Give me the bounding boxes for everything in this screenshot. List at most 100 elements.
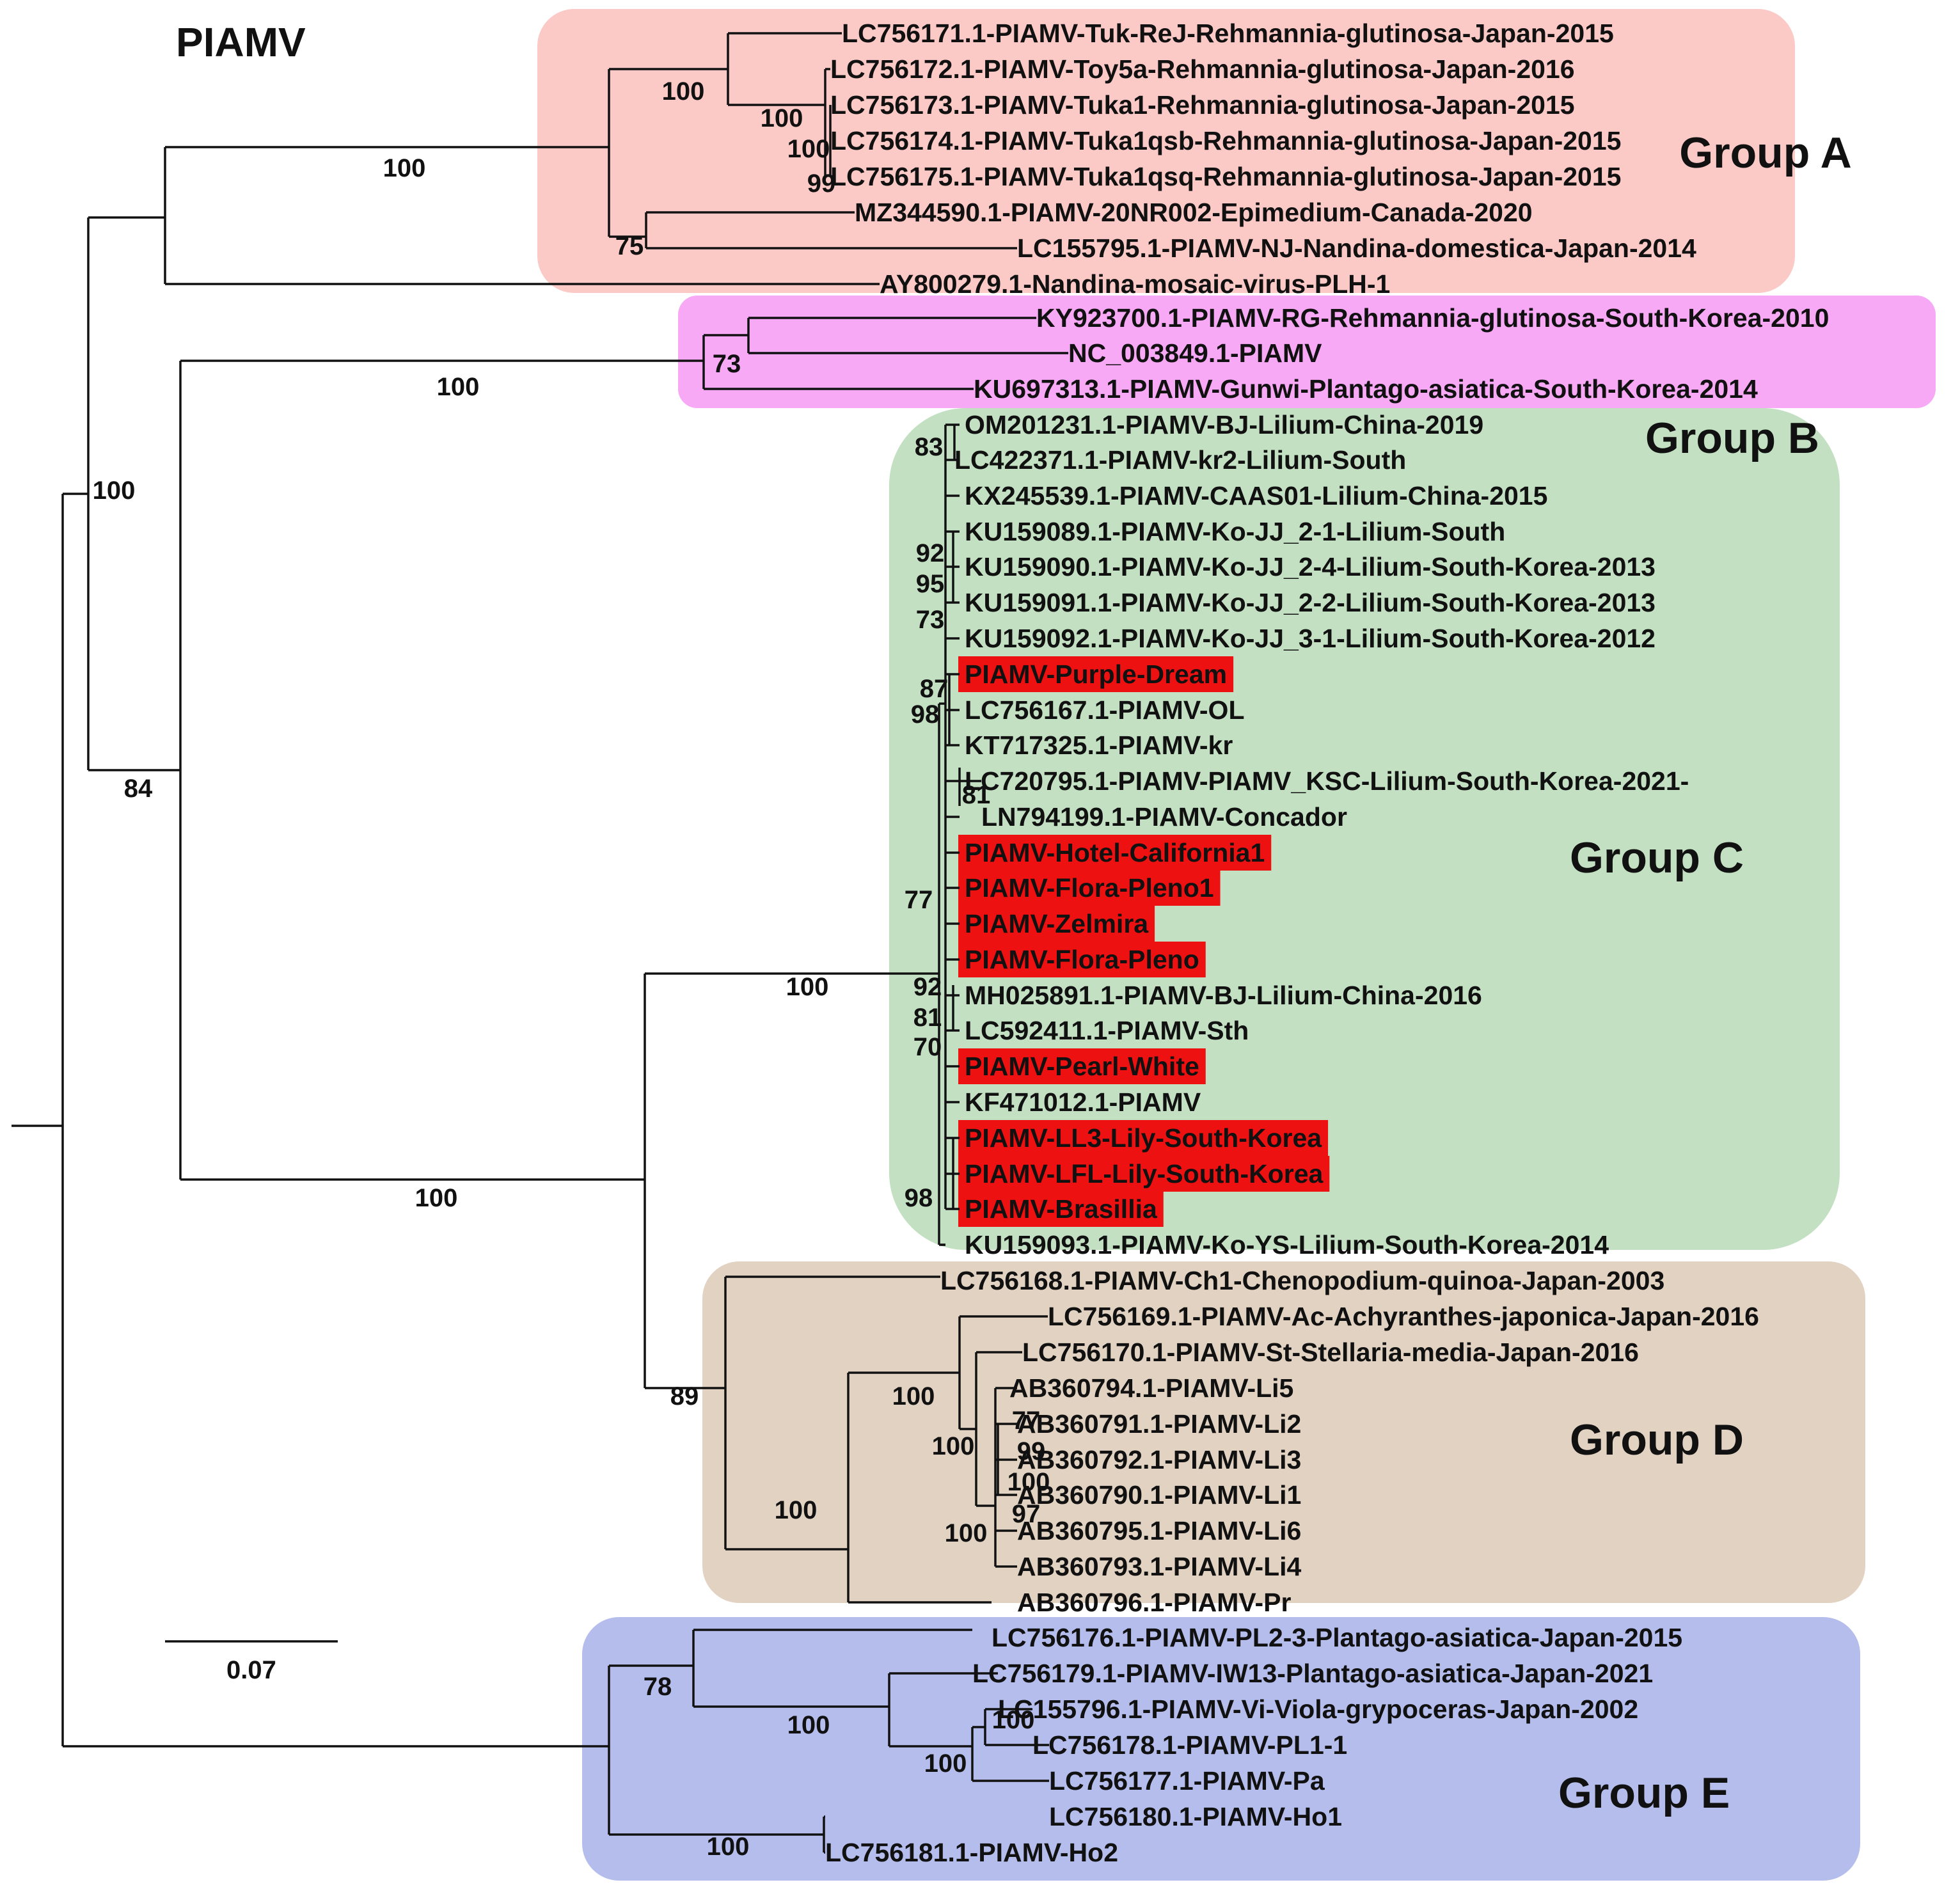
support-value: 83 xyxy=(915,433,944,461)
support-value: 98 xyxy=(911,700,940,729)
support-value: 100 xyxy=(945,1519,988,1547)
leaf-highlight xyxy=(958,870,1221,906)
leaf-label: KU159093.1-PIAMV-Ko-YS-Lilium-South-Kore… xyxy=(965,1230,1609,1259)
leaf-label: LC756167.1-PIAMV-OL xyxy=(965,695,1245,725)
support-value: 100 xyxy=(775,1496,818,1524)
group-b-background xyxy=(678,296,1936,408)
leaf-label: LC155796.1-PIAMV-Vi-Viola-grypoceras-Jap… xyxy=(998,1694,1638,1724)
group-c-background xyxy=(889,408,1840,1250)
leaf-label: KU697313.1-PIAMV-Gunwi-Plantago-asiatica… xyxy=(974,374,1758,404)
leaf-highlight xyxy=(958,656,1234,692)
support-value: 95 xyxy=(916,570,945,598)
leaf-labels: LC756171.1-PIAMV-Tuk-ReJ-Rehmannia-gluti… xyxy=(825,19,1829,1867)
leaf-highlight xyxy=(958,1048,1206,1084)
leaf-label: KF471012.1-PIAMV xyxy=(965,1087,1201,1117)
support-value: 100 xyxy=(787,1711,830,1739)
group-e-label: Group E xyxy=(1558,1769,1730,1817)
leaf-label: LC756180.1-PIAMV-Ho1 xyxy=(1049,1802,1342,1831)
leaf-label: PIAMV-Zelmira xyxy=(965,909,1149,938)
support-value: 87 xyxy=(920,675,949,703)
support-value: 99 xyxy=(1017,1437,1046,1465)
leaf-label: KU159089.1-PIAMV-Ko-JJ_2-1-Lilium-South xyxy=(965,517,1505,546)
support-value: 100 xyxy=(707,1833,750,1861)
leaf-label: LC756177.1-PIAMV-Pa xyxy=(1049,1766,1325,1796)
leaf-highlight xyxy=(958,1156,1330,1192)
support-value: 81 xyxy=(962,781,991,809)
leaf-highlight xyxy=(958,942,1206,977)
leaf-label: KU159092.1-PIAMV-Ko-JJ_3-1-Lilium-South-… xyxy=(965,624,1656,653)
leaf-highlight xyxy=(958,906,1155,942)
leaf-label: KX245539.1-PIAMV-CAAS01-Lilium-China-201… xyxy=(965,481,1547,510)
leaf-label: KY923700.1-PIAMV-RG-Rehmannia-glutinosa-… xyxy=(1036,303,1829,333)
leaf-label: PIAMV-Purple-Dream xyxy=(965,659,1227,689)
group-backgrounds xyxy=(537,9,1936,1881)
group-b-label: Group B xyxy=(1645,414,1819,462)
support-values: 1001001001009975731001008483929573879881… xyxy=(93,77,1050,1861)
group-e-background xyxy=(582,1617,1860,1881)
leaf-label: AB360792.1-PIAMV-Li3 xyxy=(1017,1445,1301,1474)
support-value: 99 xyxy=(807,170,836,198)
support-value: 97 xyxy=(1012,1500,1041,1528)
leaf-label: OM201231.1-PIAMV-BJ-Lilium-China-2019 xyxy=(965,410,1483,439)
leaf-label: LC756168.1-PIAMV-Ch1-Chenopodium-quinoa-… xyxy=(940,1266,1664,1295)
group-a-label: Group A xyxy=(1679,129,1851,177)
leaf-highlight xyxy=(958,1191,1164,1227)
support-value: 89 xyxy=(670,1382,699,1410)
support-value: 77 xyxy=(905,886,933,914)
group-labels: Group A Group B Group C Group D Group E xyxy=(1558,129,1852,1817)
support-value: 100 xyxy=(787,135,830,163)
leaf-label: AB360791.1-PIAMV-Li2 xyxy=(1017,1409,1301,1439)
scale-bar-label: 0.07 xyxy=(226,1656,276,1684)
support-value: 75 xyxy=(615,232,644,260)
support-value: 92 xyxy=(916,539,945,567)
leaf-label: LC756170.1-PIAMV-St-Stellaria-media-Japa… xyxy=(1022,1338,1639,1367)
leaf-label: KT717325.1-PIAMV-kr xyxy=(965,730,1233,760)
support-value: 70 xyxy=(913,1033,942,1061)
support-value: 73 xyxy=(713,350,741,378)
highlight-backgrounds xyxy=(958,656,1330,1227)
leaf-label: AB360793.1-PIAMV-Li4 xyxy=(1017,1552,1302,1581)
leaf-label: MZ344590.1-PIAMV-20NR002-Epimedium-Canad… xyxy=(855,198,1533,227)
leaf-label: AB360790.1-PIAMV-Li1 xyxy=(1017,1480,1301,1510)
support-value: 78 xyxy=(644,1673,672,1701)
leaf-label: LC756178.1-PIAMV-PL1-1 xyxy=(1032,1730,1347,1760)
leaf-label: LC756176.1-PIAMV-PL2-3-Plantago-asiatica… xyxy=(992,1623,1682,1652)
support-value: 100 xyxy=(992,1706,1035,1734)
tree-title: PIAMV xyxy=(176,19,306,65)
support-value: 100 xyxy=(924,1749,967,1778)
leaf-label: LC756169.1-PIAMV-Ac-Achyranthes-japonica… xyxy=(1048,1302,1759,1331)
leaf-label: KU159090.1-PIAMV-Ko-JJ_2-4-Lilium-South-… xyxy=(965,552,1656,581)
leaf-label: LC756171.1-PIAMV-Tuk-ReJ-Rehmannia-gluti… xyxy=(842,19,1614,48)
support-value: 77 xyxy=(1012,1407,1041,1435)
support-value: 73 xyxy=(916,606,945,634)
leaf-label: PIAMV-Flora-Pleno xyxy=(965,945,1199,974)
leaf-label: LC592411.1-PIAMV-Sth xyxy=(965,1016,1249,1045)
support-value: 100 xyxy=(662,77,705,106)
leaf-label: NC_003849.1-PIAMV xyxy=(1068,338,1322,368)
group-a-background xyxy=(537,9,1795,293)
leaf-label: AB360794.1-PIAMV-Li5 xyxy=(1009,1373,1293,1403)
support-value: 100 xyxy=(892,1382,935,1410)
support-value: 100 xyxy=(786,973,829,1001)
group-c-label: Group C xyxy=(1570,833,1744,882)
tree-branches xyxy=(12,32,1068,1854)
support-value: 100 xyxy=(383,154,426,182)
leaf-label: PIAMV-LFL-Lily-South-Korea xyxy=(965,1159,1324,1188)
leaf-label: LN794199.1-PIAMV-Concador xyxy=(981,802,1347,832)
support-value: 92 xyxy=(913,973,942,1001)
support-value: 98 xyxy=(905,1184,933,1212)
leaf-label: MH025891.1-PIAMV-BJ-Lilium-China-2016 xyxy=(965,981,1482,1010)
support-value: 84 xyxy=(124,775,153,803)
group-d-label: Group D xyxy=(1570,1416,1744,1464)
support-value: 100 xyxy=(1008,1468,1050,1496)
group-d-background xyxy=(702,1261,1865,1603)
leaf-label: PIAMV-Brasillia xyxy=(965,1194,1158,1224)
leaf-label: AB360796.1-PIAMV-Pr xyxy=(1017,1588,1291,1617)
leaf-label: AB360795.1-PIAMV-Li6 xyxy=(1017,1516,1301,1545)
support-value: 100 xyxy=(93,477,136,505)
leaf-label: LC756174.1-PIAMV-Tuka1qsb-Rehmannia-glut… xyxy=(830,126,1621,155)
leaf-label: LC756175.1-PIAMV-Tuka1qsq-Rehmannia-glut… xyxy=(830,162,1621,191)
leaf-label: PIAMV-Hotel-California1 xyxy=(965,838,1265,867)
leaf-highlight xyxy=(958,1120,1329,1156)
leaf-label: PIAMV-Flora-Pleno1 xyxy=(965,873,1214,903)
